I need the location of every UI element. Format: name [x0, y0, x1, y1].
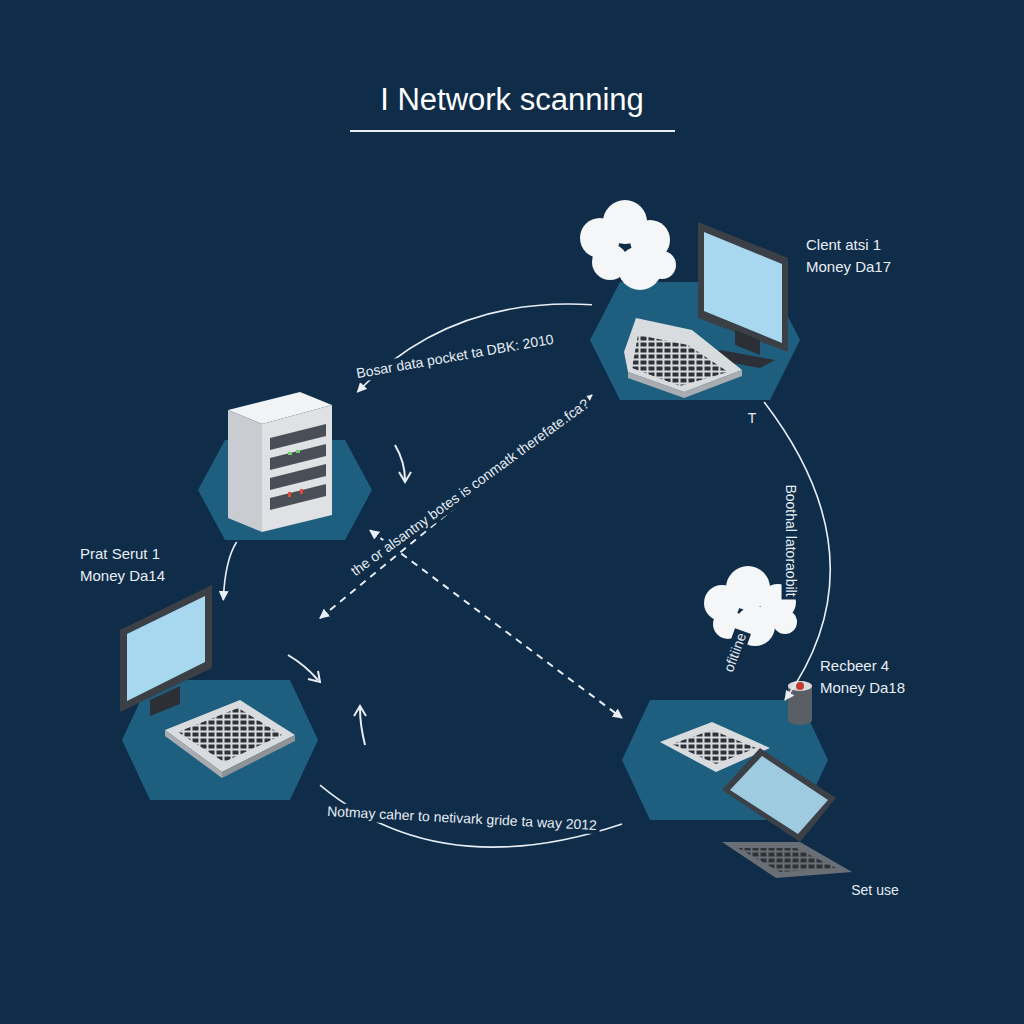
connector — [764, 402, 830, 700]
platforms — [122, 282, 828, 820]
free-label: ofitiine — [719, 627, 751, 676]
free-label: Set use — [848, 882, 901, 899]
connector — [223, 542, 236, 600]
free-label: T — [745, 410, 760, 427]
edge-label: the or alsantny botes is conmatk therefa… — [345, 393, 595, 581]
dashed-connector — [370, 530, 622, 718]
device-label: Clent atsi 1 Money Da17 — [806, 234, 916, 278]
device-platform: Prat Serut 1 Money Da14 — [118, 600, 320, 802]
title-underline — [350, 130, 675, 132]
workstation — [120, 585, 295, 778]
device-platform: Recbeer 4 Money Da18 — [622, 700, 818, 882]
device-platform — [200, 392, 370, 542]
edge-label: Notmay caher to netivark gride ta way 20… — [324, 802, 601, 833]
device-label: Prat Serut 1 Money Da14 — [80, 543, 190, 587]
edge-label: Boothal latoraobilt — [781, 481, 798, 599]
device-label: Recbeer 4 Money Da18 — [820, 655, 930, 699]
curved-arrow — [288, 445, 411, 745]
receiver-workstation — [660, 681, 852, 878]
edge-label: Bosar data pocket ta DBK: 2010 — [352, 330, 558, 383]
device-platform: Clent atsi 1 Money Da17 — [592, 220, 797, 402]
server-rack — [228, 392, 332, 532]
diagram-title: I Network scanning — [0, 82, 1024, 118]
connector — [320, 785, 622, 847]
cloud — [580, 200, 676, 290]
